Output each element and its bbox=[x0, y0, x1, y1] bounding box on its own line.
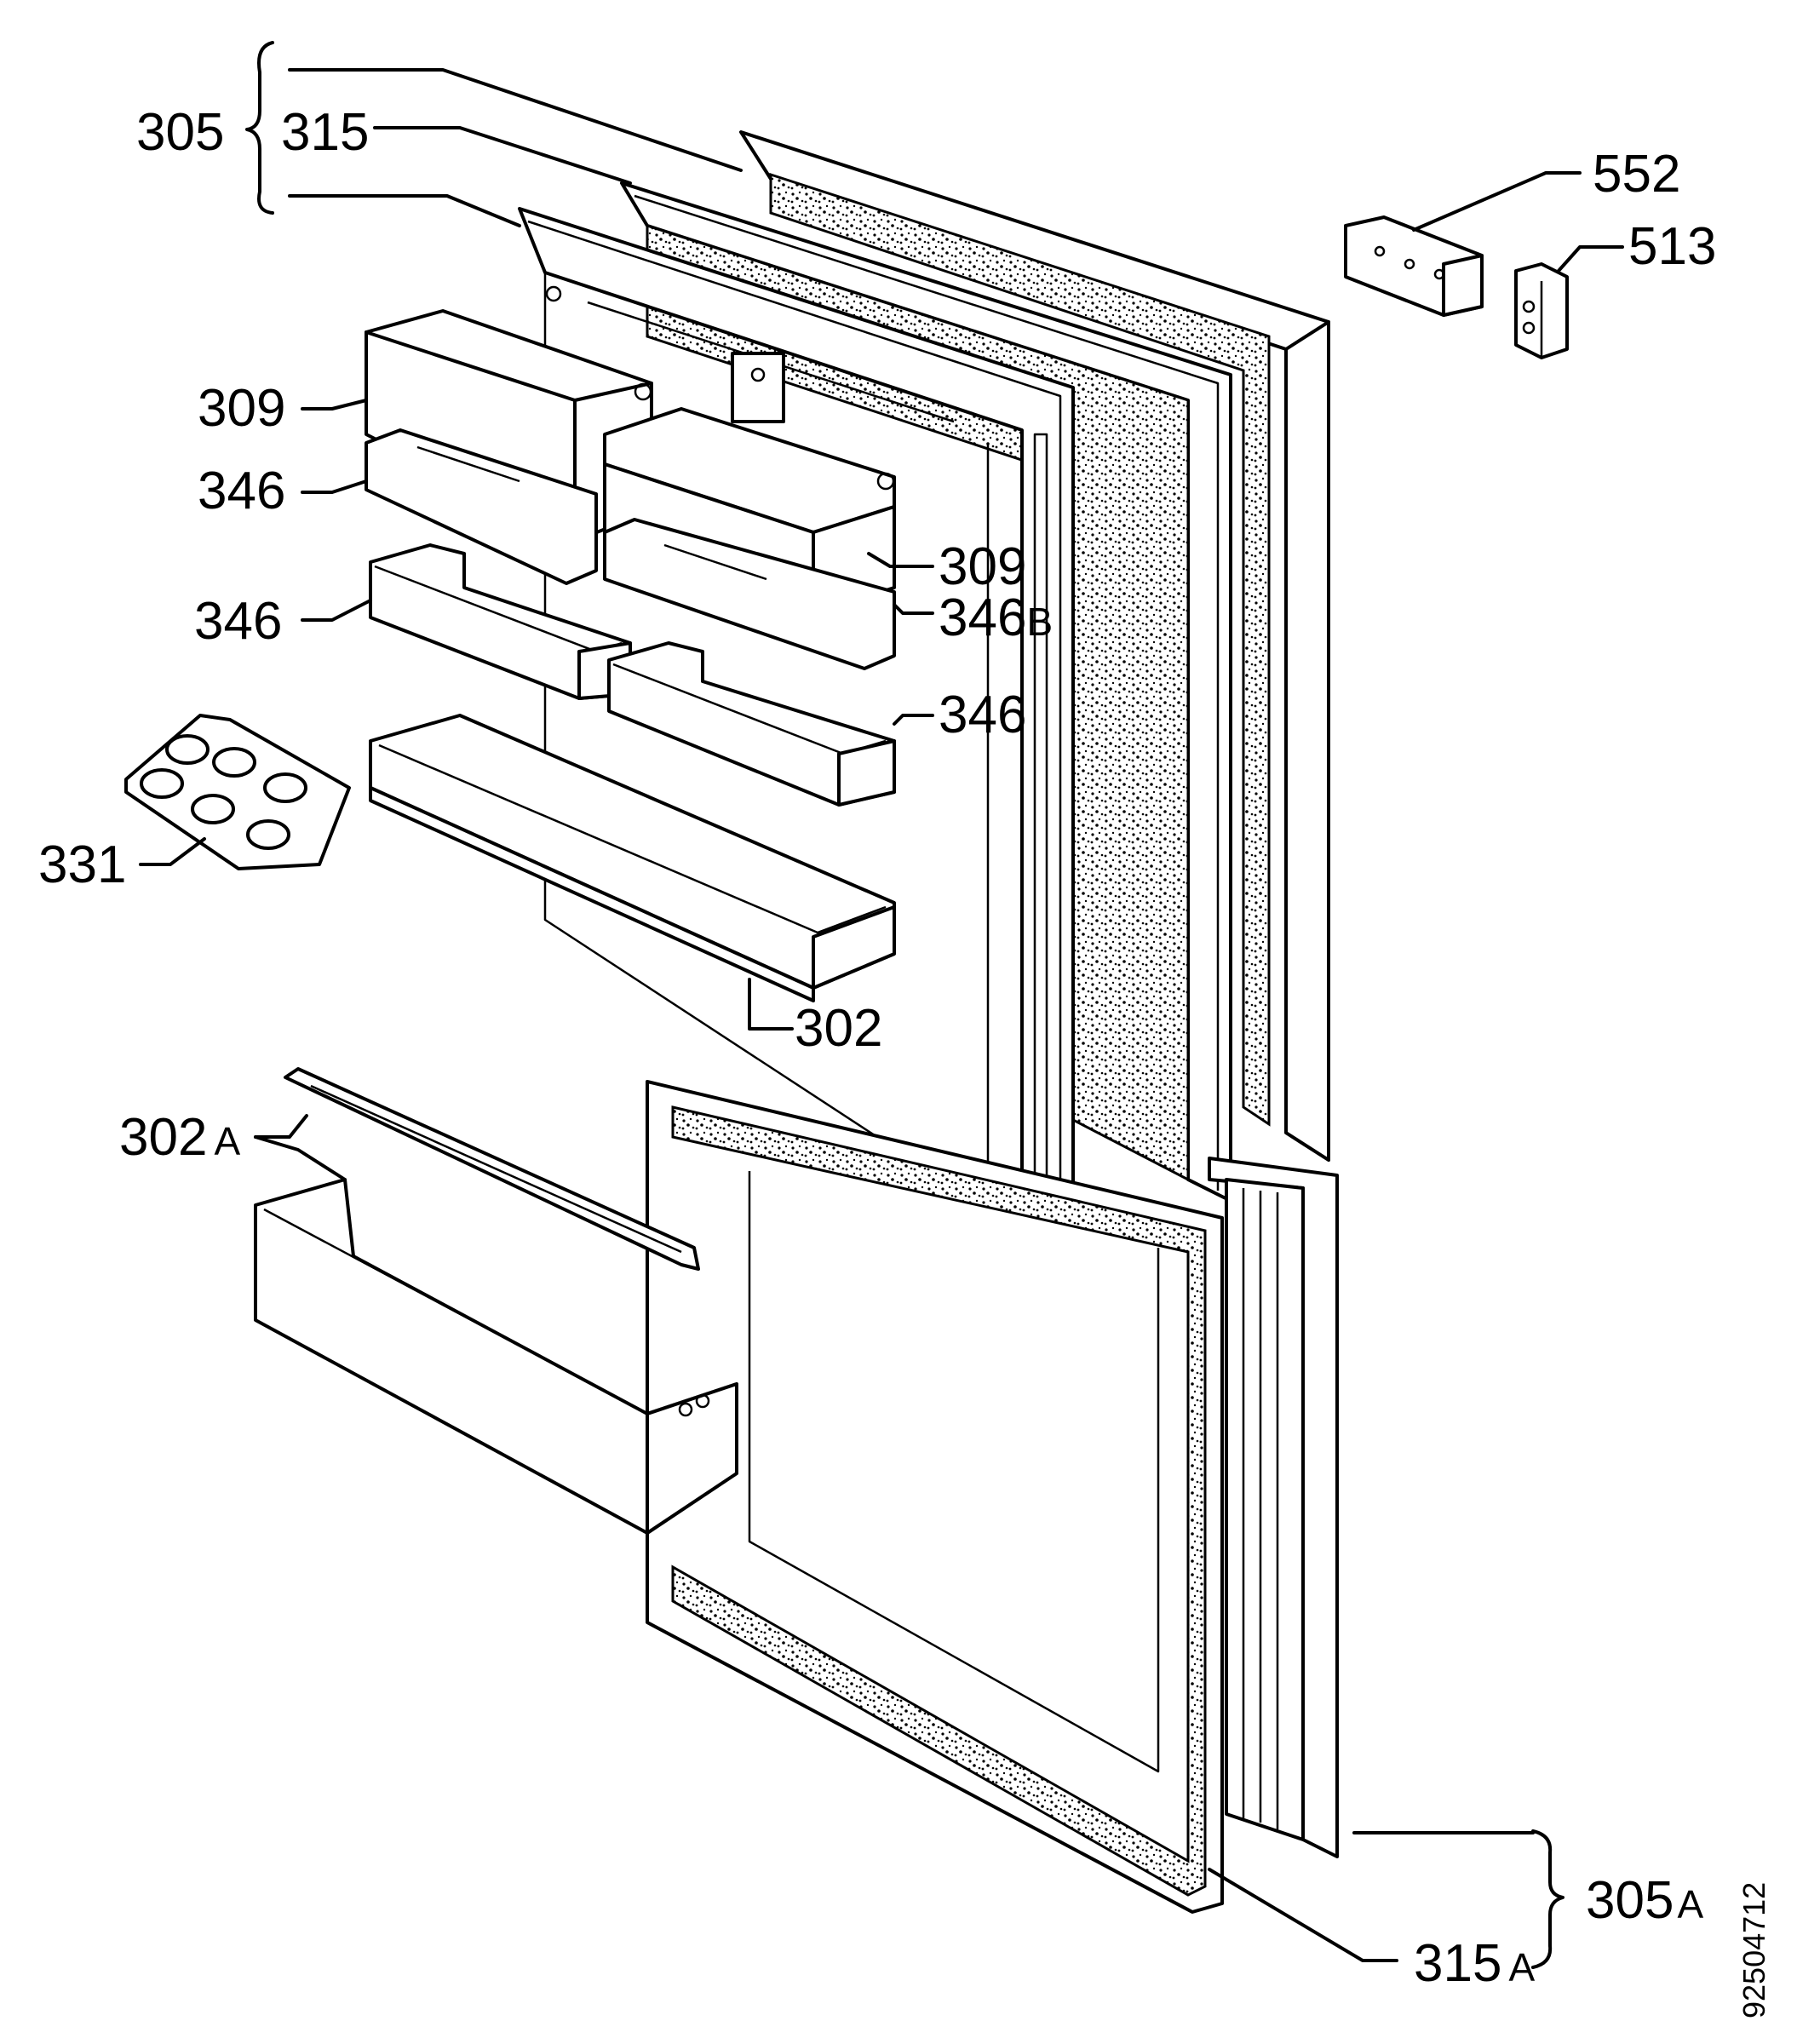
hinge-bracket-513 bbox=[1514, 262, 1569, 359]
egg-tray bbox=[124, 714, 351, 870]
shelf-rail-302a bbox=[284, 1067, 700, 1271]
door-shelf-bottom bbox=[254, 1178, 738, 1535]
callout-305a: 305A bbox=[1586, 1871, 1703, 1930]
callout-552: 552 bbox=[1593, 145, 1680, 204]
upper-door-inner-liner bbox=[518, 207, 1075, 1258]
callout-305a-number: 305 bbox=[1586, 1871, 1674, 1930]
document-number: 92504712 bbox=[1737, 1882, 1771, 2018]
callout-labels: 305 315 552 513 309 346 309 346B 346 346… bbox=[38, 103, 1716, 1993]
box-lid-left bbox=[365, 428, 598, 585]
callout-305: 305 bbox=[136, 103, 224, 162]
callout-309-left: 309 bbox=[198, 379, 285, 438]
callout-346b-number: 346 bbox=[939, 589, 1026, 647]
hinge-cover-552 bbox=[1344, 215, 1484, 317]
box-lid-right bbox=[603, 518, 896, 670]
callout-346b-suffix: B bbox=[1026, 600, 1053, 644]
callout-315a-suffix: A bbox=[1508, 1945, 1535, 1989]
callout-346-shelf-left: 346 bbox=[194, 592, 282, 651]
callout-513: 513 bbox=[1628, 217, 1716, 276]
upper-door-outer-panel bbox=[739, 130, 1330, 1162]
callout-346b: 346B bbox=[939, 589, 1053, 647]
lower-door-gasket bbox=[646, 1080, 1224, 1914]
callout-315: 315 bbox=[281, 103, 369, 162]
callout-302: 302 bbox=[795, 999, 882, 1058]
callout-302a-suffix: A bbox=[214, 1119, 240, 1163]
door-shelf-middle-right bbox=[607, 641, 896, 807]
callout-315a-number: 315 bbox=[1414, 1934, 1501, 1993]
callout-302a-number: 302 bbox=[119, 1108, 207, 1167]
callout-331: 331 bbox=[38, 835, 126, 894]
lower-door-outer-panel bbox=[1208, 1157, 1339, 1858]
callout-346-lid-left: 346 bbox=[198, 462, 285, 520]
callout-346-shelf-right: 346 bbox=[939, 686, 1026, 744]
leader-lines bbox=[139, 41, 1624, 1969]
callout-305a-suffix: A bbox=[1677, 1882, 1703, 1926]
callout-309-right: 309 bbox=[939, 537, 1026, 596]
door-shelf-302 bbox=[369, 714, 896, 1002]
